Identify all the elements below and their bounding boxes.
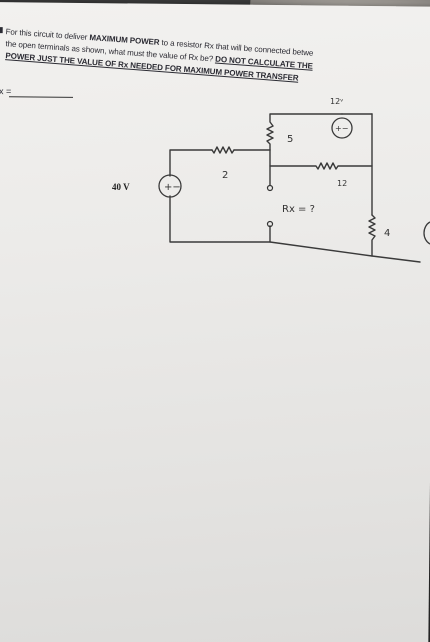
rx-terminal-top bbox=[266, 184, 274, 192]
label-r12: 12 bbox=[337, 179, 347, 188]
source-12v-symbol: +− bbox=[335, 124, 348, 133]
voltage-source-40v bbox=[158, 174, 182, 198]
wire-top-left bbox=[169, 149, 213, 177]
label-r4: 4 bbox=[384, 228, 390, 239]
resistor-4 bbox=[368, 214, 376, 257]
label-r2: 2 bbox=[222, 170, 228, 181]
resistor-12 bbox=[269, 162, 373, 170]
voltage-source-12v bbox=[331, 117, 353, 139]
source-40v-symbol: +− bbox=[164, 182, 181, 193]
rx-terminal-bottom bbox=[266, 220, 274, 228]
partial-element-edge bbox=[423, 221, 430, 245]
label-12v: 12ᵛ bbox=[330, 97, 344, 106]
label-r5: 5 bbox=[287, 134, 293, 145]
resistor-5 bbox=[266, 113, 343, 151]
label-rx: Rx = ? bbox=[282, 204, 315, 215]
label-40v: 40 V bbox=[112, 182, 130, 192]
resistor-2 bbox=[211, 146, 235, 154]
